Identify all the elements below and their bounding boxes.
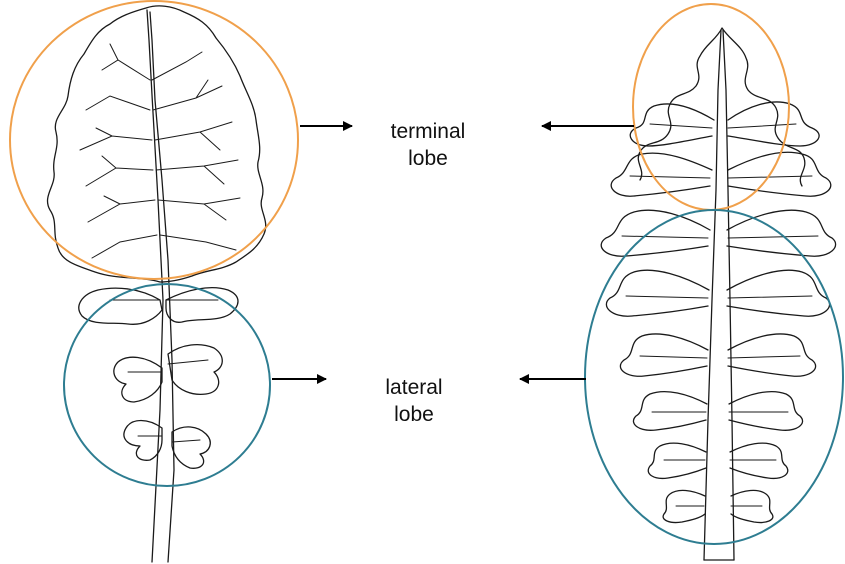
terminal-label-line1: terminal (358, 118, 498, 145)
terminal-lobe-circle-right (633, 4, 789, 210)
terminal-lobe-label: terminal lobe (358, 118, 498, 172)
lateral-label-line1: lateral (344, 374, 484, 401)
terminal-label-line2: lobe (358, 145, 498, 172)
right-leaf-drawing (601, 28, 835, 560)
lateral-label-line2: lobe (344, 401, 484, 428)
lateral-lobe-label: lateral lobe (344, 374, 484, 428)
